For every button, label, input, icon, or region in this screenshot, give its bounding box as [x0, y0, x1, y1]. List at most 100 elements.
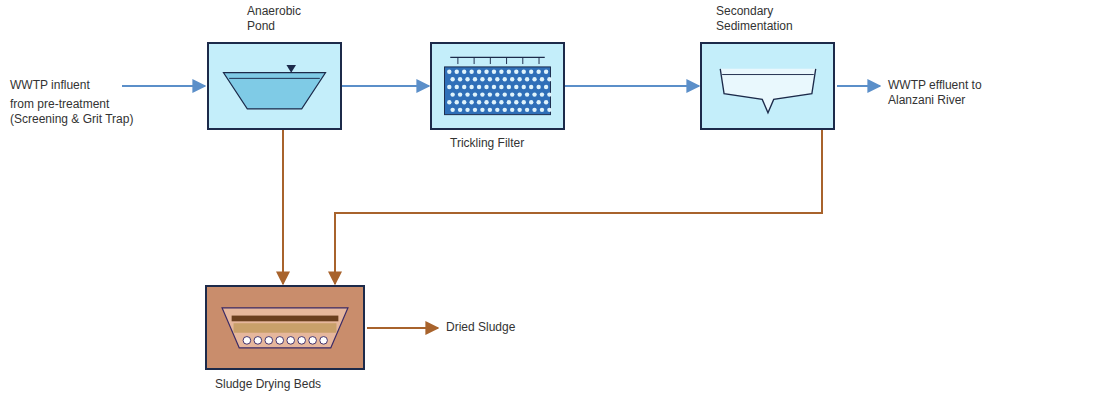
media-stone: [447, 85, 451, 89]
media-stone: [544, 100, 548, 104]
media-stone: [469, 69, 473, 73]
media-stone: [529, 85, 533, 89]
media-stone: [447, 69, 451, 73]
drain-pipe: [243, 337, 251, 345]
influent-arrow: [122, 85, 205, 87]
secondary-sedimentation: Secondary Sedimentation: [700, 42, 835, 130]
media-stone: [544, 85, 548, 89]
media-stone: [462, 69, 466, 73]
media-stone: [499, 85, 503, 89]
media-stone: [529, 100, 533, 104]
media-stone: [473, 77, 477, 81]
media-stone: [473, 92, 477, 96]
media-stone: [465, 92, 469, 96]
spray-nozzle: [506, 57, 507, 64]
media-stone: [547, 92, 551, 96]
media-stone: [510, 92, 514, 96]
media-stone: [469, 100, 473, 104]
media-stone: [495, 77, 499, 81]
media-stone: [480, 77, 484, 81]
media-stone: [484, 85, 488, 89]
media-stone: [532, 77, 536, 81]
media-stone: [462, 85, 466, 89]
media-stone: [507, 85, 511, 89]
media-stone: [480, 92, 484, 96]
drain-pipe: [265, 337, 273, 345]
media-stone: [465, 108, 469, 112]
media-stone: [484, 69, 488, 73]
spray-nozzle: [457, 57, 458, 64]
media-stone: [547, 108, 551, 112]
water-level-mark: [286, 65, 296, 73]
distributor-arm: [450, 57, 545, 58]
drain-pipe: [287, 337, 295, 345]
drain-pipe: [276, 337, 284, 345]
media-stone: [517, 77, 521, 81]
bed-basin: [222, 308, 348, 348]
sand-layer: [234, 323, 337, 333]
media-stone: [525, 77, 529, 81]
media-stone: [514, 85, 518, 89]
effluent-label: WWTP effluent to Alanzani River: [888, 78, 998, 108]
pond-illustration: [209, 44, 340, 128]
media-stone: [488, 92, 492, 96]
water-line: [722, 74, 814, 75]
media-stone: [492, 69, 496, 73]
media-stone: [544, 69, 548, 73]
flow-connector: [342, 85, 429, 87]
flow-connector: [335, 130, 822, 284]
media-stone: [522, 100, 526, 104]
media-stone: [510, 77, 514, 81]
media-stone: [473, 108, 477, 112]
influent-label: WWTP influent: [10, 78, 130, 93]
media-stone: [477, 85, 481, 89]
media-stone: [507, 69, 511, 73]
sed-illustration: [702, 44, 833, 128]
media-stone: [455, 85, 459, 89]
spray-nozzle: [490, 57, 491, 64]
clarifier-tank: [720, 69, 815, 113]
media-stone: [503, 108, 507, 112]
media-stone: [514, 69, 518, 73]
media-stone: [484, 100, 488, 104]
dried-sludge-arrow: [367, 327, 438, 329]
node-heading: Trickling Filter: [450, 136, 580, 151]
media-stone: [455, 100, 459, 104]
node-heading: Anaerobic Pond: [247, 4, 327, 34]
node-heading: Sludge Drying Beds: [215, 377, 375, 392]
drain-pipe: [254, 337, 262, 345]
media-stone: [529, 69, 533, 73]
sludge-layer: [232, 316, 339, 322]
media-stone: [536, 69, 540, 73]
media-stone: [510, 108, 514, 112]
media-stone: [503, 92, 507, 96]
media-stone: [525, 108, 529, 112]
media-stone: [547, 77, 551, 81]
media-stone: [492, 85, 496, 89]
media-stone: [517, 92, 521, 96]
media-stone: [540, 108, 544, 112]
media-stone: [492, 100, 496, 104]
media-stone: [503, 77, 507, 81]
drain-pipe: [320, 337, 328, 345]
media-stone: [458, 92, 462, 96]
media-stone: [458, 108, 462, 112]
media-stone: [536, 85, 540, 89]
beds-illustration: [207, 287, 363, 368]
spray-nozzle: [522, 57, 523, 64]
media-stone: [450, 92, 454, 96]
media-stone: [532, 108, 536, 112]
media-stone: [477, 69, 481, 73]
media-stone: [499, 100, 503, 104]
spray-nozzle: [539, 57, 540, 64]
flow-connector: [565, 85, 699, 87]
media-stone: [522, 85, 526, 89]
media-stone: [450, 108, 454, 112]
media-stone: [465, 77, 469, 81]
drain-pipe: [298, 337, 306, 345]
water-line: [229, 78, 320, 79]
media-stone: [450, 77, 454, 81]
media-stone: [480, 108, 484, 112]
spray-nozzle: [474, 57, 475, 64]
media-stone: [495, 92, 499, 96]
